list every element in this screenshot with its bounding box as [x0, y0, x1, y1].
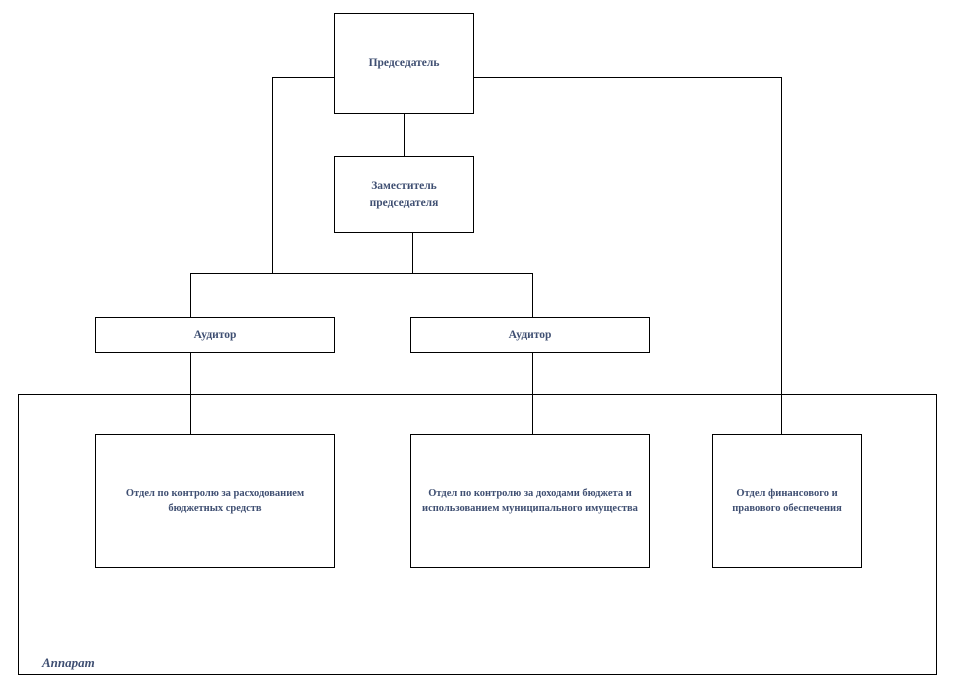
node-deputy-chairman-label: Заместитель председателя [369, 179, 439, 209]
connector-deputy-down-vertical [412, 232, 413, 274]
node-deputy-chairman[interactable]: Заместитель председателя [334, 156, 474, 233]
node-department-expenditure-control[interactable]: Отдел по контролю за расходованием бюдже… [95, 434, 335, 568]
node-department-revenue-control[interactable]: Отдел по контролю за доходами бюджета и … [410, 434, 650, 568]
node-auditor-left-label: Аудитор [193, 328, 237, 341]
connector-chairman-right-vertical [781, 77, 782, 435]
connector-auditor-right-to-dept-vertical [532, 352, 533, 435]
node-department-expenditure-control-label: Отдел по контролю за расходованием бюдже… [125, 487, 305, 514]
apparatus-label: Аппарат [42, 655, 95, 670]
node-auditor-right[interactable]: Аудитор [410, 317, 650, 353]
connector-chairman-deputy-vertical [404, 113, 405, 157]
node-department-financial-legal[interactable]: Отдел финансового и правового обеспечени… [712, 434, 862, 568]
connector-chairman-right-horizontal [473, 77, 782, 78]
node-auditor-right-label: Аудитор [508, 328, 552, 341]
node-department-revenue-control-label: Отдел по контролю за доходами бюджета и … [422, 487, 638, 514]
connector-auditor-right-vertical [532, 273, 533, 318]
apparatus-container [18, 394, 937, 675]
node-chairman-label: Председатель [368, 57, 440, 70]
connector-auditor-distribution-bar [190, 273, 533, 274]
node-auditor-left[interactable]: Аудитор [95, 317, 335, 353]
connector-auditor-left-to-dept-vertical [190, 352, 191, 435]
node-department-financial-legal-label: Отдел финансового и правового обеспечени… [732, 487, 842, 514]
node-chairman[interactable]: Председатель [334, 13, 474, 114]
connector-chairman-left-vertical [272, 77, 273, 274]
connector-chairman-left-horizontal [272, 77, 335, 78]
connector-auditor-left-vertical [190, 273, 191, 318]
